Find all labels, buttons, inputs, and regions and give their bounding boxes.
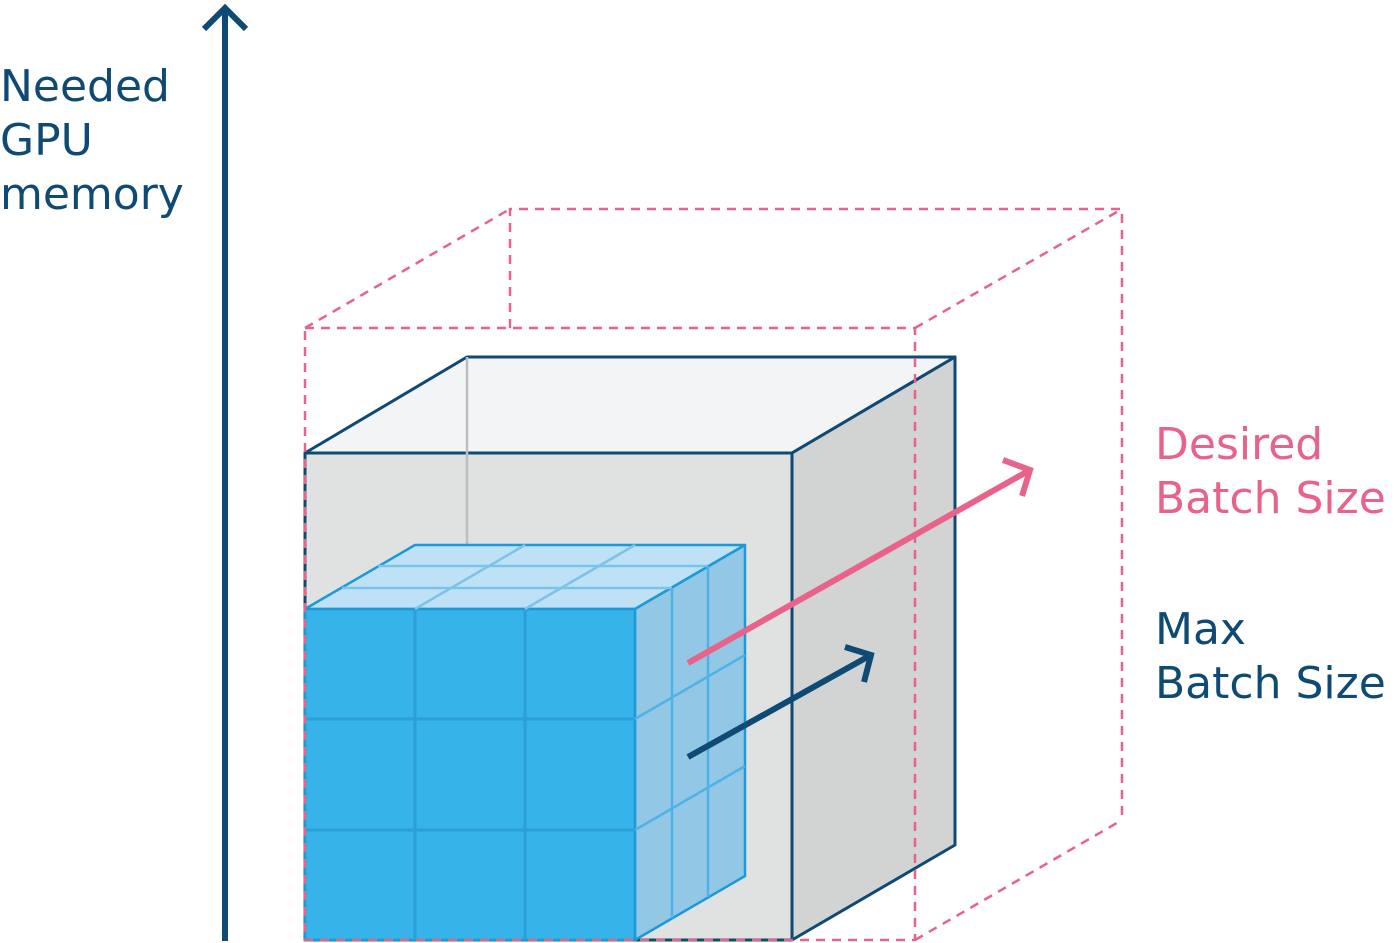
axis-label-line-3: memory <box>0 169 184 220</box>
max-box-side-face <box>790 355 957 942</box>
desired-capacity-box <box>303 207 1124 942</box>
desired-batch-arrow <box>686 457 1034 666</box>
batch-cube <box>303 543 747 942</box>
batch-cube-top-grid <box>342 543 708 611</box>
max-batch-arrow <box>686 644 875 760</box>
batch-cube-front-grid <box>305 609 635 940</box>
axis-label-line-1: Needed <box>0 61 170 112</box>
max-batch-size-label: Max Batch Size <box>1155 603 1386 711</box>
max-label-line-2: Batch Size <box>1155 658 1386 709</box>
batch-cube-side-grid <box>634 566 746 918</box>
desired-batch-size-label: Desired Batch Size <box>1155 418 1386 526</box>
memory-axis-arrow <box>201 3 249 941</box>
axis-label-line-2: GPU <box>0 115 93 166</box>
axis-label: Needed GPU memory <box>0 60 184 222</box>
desired-label-line-2: Batch Size <box>1155 473 1386 524</box>
desired-label-line-1: Desired <box>1155 419 1324 470</box>
batch-cube-side-face <box>633 543 747 942</box>
max-label-line-1: Max <box>1155 604 1246 655</box>
batch-cube-front-face <box>303 607 637 942</box>
